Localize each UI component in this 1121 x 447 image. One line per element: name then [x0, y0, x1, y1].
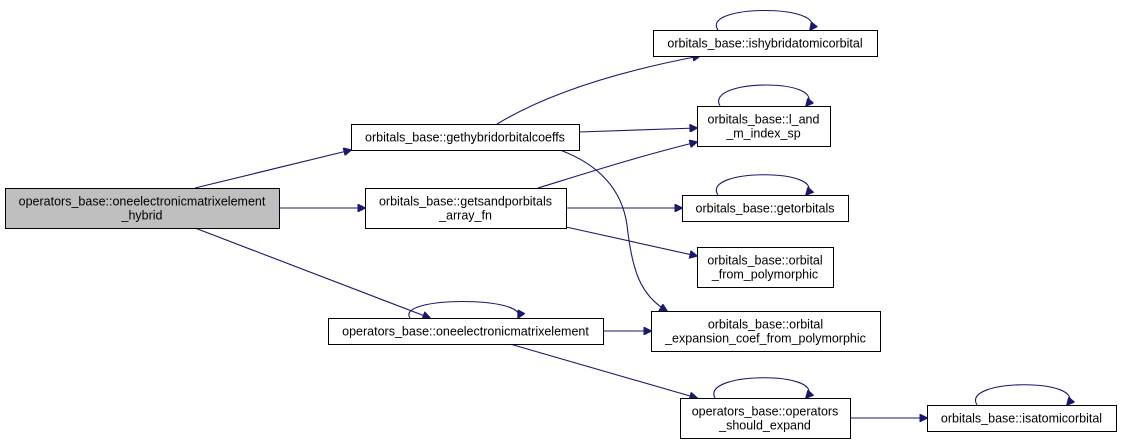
self-call-edge-lm-to-lm	[718, 84, 809, 106]
call-edge-getsandp-to-orbfrompoly	[565, 226, 697, 256]
call-edge-root-to-onee	[194, 227, 430, 318]
node-box	[697, 106, 831, 147]
node-opshould[interactable]: operators_base::operators_should_expand	[680, 398, 851, 439]
node-label-line: orbitals_base::orbital	[707, 254, 822, 268]
edges-layer	[194, 9, 1070, 419]
node-box	[697, 247, 834, 288]
node-gethybrid[interactable]: orbitals_base::gethybridorbitalcoeffs	[351, 124, 580, 151]
self-call-edge-onee-to-onee	[408, 300, 519, 319]
call-edge-root-to-gethybrid	[194, 150, 351, 189]
node-label-line: orbitals_base::l_and	[708, 113, 820, 127]
node-root: operators_base::oneelectronicmatrixeleme…	[5, 188, 280, 229]
node-box	[682, 195, 849, 222]
node-label-line: _array_fn	[438, 209, 492, 223]
self-call-edge-opshould-to-opshould	[713, 377, 809, 398]
node-box	[365, 188, 567, 229]
node-label-line: _m_index_sp	[725, 127, 800, 141]
node-box	[328, 318, 604, 345]
node-label-line: orbitals_base::getsandporbitals	[379, 195, 552, 209]
node-box	[653, 30, 878, 57]
node-label-line: _expansion_coef_from_polymorphic	[664, 332, 866, 346]
node-box	[651, 311, 881, 352]
node-orbexp[interactable]: orbitals_base::orbital_expansion_coef_fr…	[651, 311, 881, 352]
node-getsandp[interactable]: orbitals_base::getsandporbitals_array_fn	[365, 188, 567, 229]
node-label-line: _hybrid	[121, 209, 163, 223]
node-isatomic[interactable]: orbitals_base::isatomicorbital	[927, 405, 1117, 432]
node-label-line: orbitals_base::gethybridorbitalcoeffs	[365, 131, 565, 145]
node-label-line: _from_polymorphic	[711, 268, 818, 282]
node-orbfrompoly[interactable]: orbitals_base::orbital_from_polymorphic	[697, 247, 834, 288]
node-label-line: operators_base::oneelectronicmatrixeleme…	[342, 325, 589, 339]
self-call-edge-getorbitals-to-getorbitals	[715, 174, 809, 195]
node-ishybrid[interactable]: orbitals_base::ishybridatomicorbital	[653, 30, 878, 57]
call-edge-onee-to-opshould	[509, 343, 697, 398]
node-label-line: _should_expand	[718, 419, 811, 433]
self-call-edge-isatomic-to-isatomic	[974, 384, 1069, 405]
call-edge-gethybrid-to-ishybrid	[496, 56, 700, 125]
self-call-edge-ishybrid-to-ishybrid	[715, 9, 812, 31]
node-label-line: orbitals_base::ishybridatomicorbital	[667, 37, 862, 51]
node-getorbitals[interactable]: orbitals_base::getorbitals	[682, 195, 849, 222]
node-box	[351, 124, 580, 151]
node-label-line: orbitals_base::getorbitals	[696, 202, 835, 216]
call-edge-gethybrid-to-lm	[578, 128, 697, 133]
node-box	[680, 398, 851, 439]
node-label-line: orbitals_base::orbital	[708, 318, 823, 332]
nodes-layer: operators_base::oneelectronicmatrixeleme…	[5, 30, 1117, 439]
call-edge-gethybrid-to-orbexp	[559, 149, 667, 311]
node-label-line: operators_base::oneelectronicmatrixeleme…	[19, 195, 266, 209]
node-label-line: orbitals_base::isatomicorbital	[941, 412, 1102, 426]
node-label-line: operators_base::operators	[692, 405, 839, 419]
node-onee[interactable]: operators_base::oneelectronicmatrixeleme…	[328, 318, 604, 345]
node-lm[interactable]: orbitals_base::l_and_m_index_sp	[697, 106, 831, 147]
node-box	[927, 405, 1117, 432]
call-edge-getsandp-to-lm	[537, 142, 697, 189]
node-box	[5, 188, 280, 229]
